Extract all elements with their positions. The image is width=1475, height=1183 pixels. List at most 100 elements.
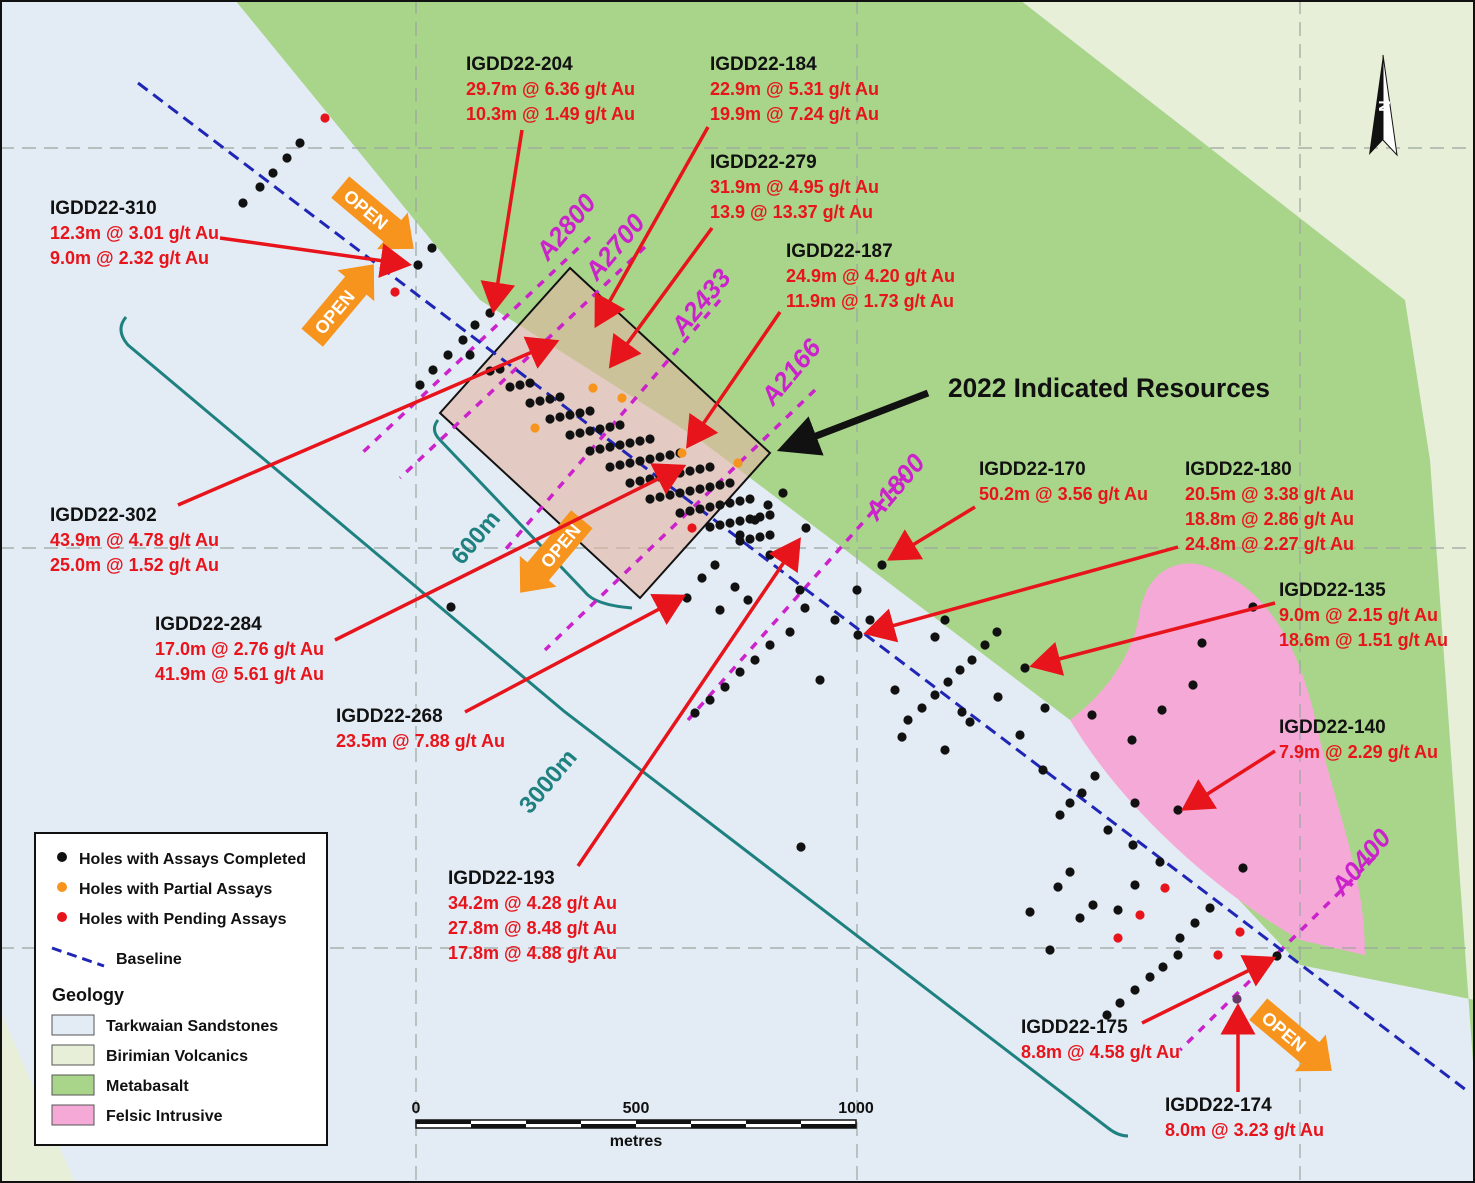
hole-id: IGDD22-170: [979, 459, 1086, 480]
assay-intercept: 12.3m @ 3.01 g/t Au: [50, 223, 219, 243]
drill-hole-completed: [1015, 730, 1025, 740]
drill-hole-completed: [685, 466, 695, 476]
legend-tarkwaian: Tarkwaian Sandstones: [106, 1018, 278, 1035]
arrow-igdd22-310: [219, 236, 412, 278]
drill-hole-completed: [1115, 998, 1125, 1008]
drill-hole-completed: [1055, 810, 1065, 820]
drill-hole-completed: [1155, 857, 1165, 867]
drill-hole-completed: [765, 510, 775, 520]
drill-hole-completed: [1173, 805, 1183, 815]
drill-hole-completed: [645, 454, 655, 464]
drill-hole-completed: [965, 717, 975, 727]
drill-hole-completed: [1038, 765, 1048, 775]
drill-hole-completed: [1102, 1010, 1112, 1020]
hole-id: IGDD22-284: [155, 614, 262, 635]
hole-callout-igdd22-140: IGDD22-140 7.9m @ 2.29 g/t Au: [1279, 717, 1438, 762]
hole-id: IGDD22-204: [466, 54, 573, 75]
scale-tick-500: 500: [623, 1100, 650, 1117]
drill-hole-completed: [697, 573, 707, 583]
drill-hole-completed: [725, 478, 735, 488]
drill-hole-completed: [830, 615, 840, 625]
drill-hole-completed: [763, 500, 773, 510]
drill-hole-completed: [1130, 880, 1140, 890]
drill-hole-completed: [1020, 663, 1030, 673]
drill-hole-completed: [725, 518, 735, 528]
arrow-igdd22-268: [464, 594, 687, 714]
hole-id: IGDD22-187: [786, 241, 893, 262]
drill-hole-completed: [980, 640, 990, 650]
assay-intercept: 11.9m @ 1.73 g/t Au: [786, 291, 954, 311]
drill-hole-completed: [585, 446, 595, 456]
drill-hole-completed: [940, 615, 950, 625]
drill-hole-completed: [585, 426, 595, 436]
assay-intercept: 27.8m @ 8.48 g/t Au: [448, 918, 617, 938]
arrow-igdd22-302: [177, 336, 560, 507]
drill-hole-completed: [745, 494, 755, 504]
hole-id: IGDD22-193: [448, 868, 555, 889]
drill-hole-completed: [992, 627, 1002, 637]
assay-intercept: 10.3m @ 1.49 g/t Au: [466, 104, 635, 124]
drill-hole-completed: [750, 515, 760, 525]
drill-hole-completed: [750, 655, 760, 665]
drill-hole-completed: [1045, 945, 1055, 955]
assay-intercept: 8.0m @ 3.23 g/t Au: [1165, 1120, 1324, 1140]
north-label: N: [1375, 100, 1392, 112]
drill-hole-completed: [625, 458, 635, 468]
assay-intercept: 29.7m @ 6.36 g/t Au: [466, 79, 635, 99]
arrow-igdd22-184: [594, 126, 710, 329]
assay-intercept: 25.0m @ 1.52 g/t Au: [50, 555, 219, 575]
drill-hole-completed: [535, 396, 545, 406]
hole-id: IGDD22-140: [1279, 717, 1386, 738]
drill-hole-completed: [565, 410, 575, 420]
drill-hole-completed: [1157, 705, 1167, 715]
drill-hole-completed: [735, 667, 745, 677]
drill-hole-completed: [295, 138, 305, 148]
assay-intercept: 9.0m @ 2.15 g/t Au: [1279, 605, 1438, 625]
drill-hole-completed: [505, 382, 515, 392]
drill-hole-completed: [690, 708, 700, 718]
drill-hole-completed: [485, 308, 495, 318]
drill-hole-completed: [268, 168, 278, 178]
drill-hole-completed: [715, 500, 725, 510]
resource-title: 2022 Indicated Resources: [948, 373, 1270, 403]
drill-hole-completed: [682, 593, 692, 603]
drill-hole-completed: [635, 456, 645, 466]
drill-hole-completed: [877, 560, 887, 570]
drill-hole-completed: [1065, 798, 1075, 808]
drill-hole-completed: [585, 406, 595, 416]
drill-hole-completed: [725, 498, 735, 508]
assay-intercept: 7.9m @ 2.29 g/t Au: [1279, 742, 1438, 762]
drill-hole-completed: [1113, 905, 1123, 915]
drill-hole-completed: [795, 585, 805, 595]
drill-hole-completed: [720, 682, 730, 692]
drill-hole-completed: [815, 675, 825, 685]
drill-hole-completed: [705, 462, 715, 472]
drill-hole-completed: [1130, 985, 1140, 995]
drill-hole-completed: [465, 350, 475, 360]
hole-id: IGDD22-135: [1279, 580, 1386, 601]
dimension-bracket-3000m: [119, 316, 1129, 1138]
drill-holes: [238, 113, 1282, 1020]
legend-baseline: Baseline: [116, 951, 182, 968]
legend-baseline-symbol: [51, 946, 105, 968]
drill-hole-pending: [1213, 950, 1223, 960]
drill-hole-completed: [765, 530, 775, 540]
arrow-igdd22-187: [686, 311, 782, 449]
assay-intercept: 18.8m @ 2.86 g/t Au: [1185, 509, 1354, 529]
drill-hole-completed: [635, 476, 645, 486]
drill-hole-completed: [1232, 994, 1242, 1004]
drill-hole-completed: [917, 703, 927, 713]
drill-hole-completed: [625, 478, 635, 488]
drill-hole-completed: [645, 434, 655, 444]
drill-hole-completed: [1088, 900, 1098, 910]
assay-intercept: 34.2m @ 4.28 g/t Au: [448, 893, 617, 913]
drill-hole-completed: [903, 715, 913, 725]
scale-tick-1000: 1000: [838, 1100, 874, 1117]
scale-segment: [691, 1124, 746, 1128]
section-line: [686, 473, 907, 722]
drill-hole-completed: [730, 582, 740, 592]
